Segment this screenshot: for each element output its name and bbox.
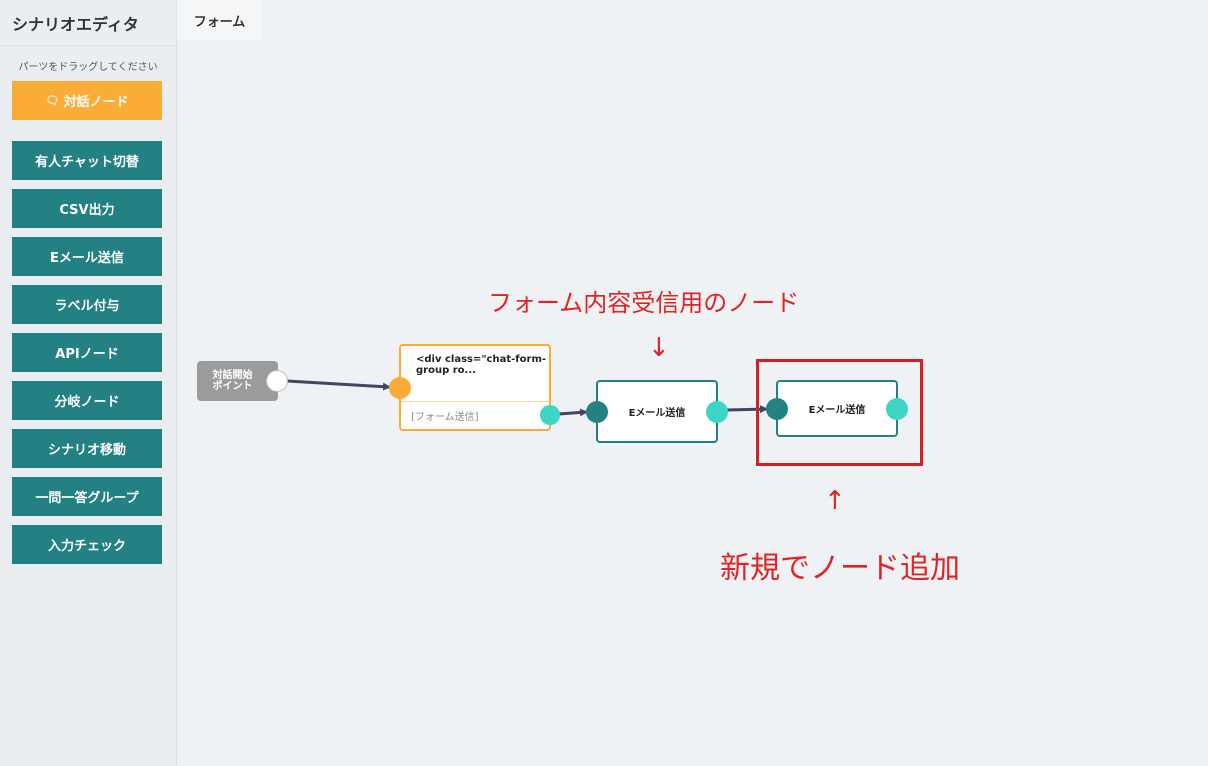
form-node-output-port[interactable] <box>540 405 560 425</box>
part-input-check-button[interactable]: 入力チェック <box>12 525 162 564</box>
part-label: 分岐ノード <box>54 395 120 410</box>
email-node-label: Eメール送信 <box>628 408 686 419</box>
edge-email-1-to-email-2 <box>726 405 768 414</box>
start-node-label: 対話開始 ポイント <box>212 370 253 392</box>
email-node-1-input-port[interactable] <box>586 401 608 423</box>
annotation-top-label: フォーム内容受信用のノード <box>488 289 800 317</box>
part-dialogue-node-button[interactable]: 🗨 対話ノード <box>12 81 162 120</box>
part-label: 入力チェック <box>47 539 126 554</box>
form-node-text: <div class="chat-form-group ro... <box>416 354 547 376</box>
part-qa-group-button[interactable]: 一問一答グループ <box>12 477 162 516</box>
part-scenario-move-button[interactable]: シナリオ移動 <box>12 429 162 468</box>
part-label: ラベル付与 <box>54 299 120 314</box>
part-label: 一問一答グループ <box>35 491 139 506</box>
start-node-output-port[interactable] <box>266 370 288 392</box>
form-node[interactable]: <div class="chat-form-group ro... [フォーム送… <box>399 344 551 431</box>
edge-start-to-form <box>286 379 391 391</box>
edge-form-to-email-1 <box>558 408 588 417</box>
part-label: APIノード <box>55 347 119 362</box>
part-label: 有人チャット切替 <box>35 155 139 170</box>
email-node-2-output-port[interactable] <box>886 398 908 420</box>
email-node-1-output-port[interactable] <box>706 401 728 423</box>
part-label: 対話ノード <box>63 95 129 110</box>
form-node-footer: [フォーム送信] <box>411 412 479 423</box>
chat-bubbles-icon: 🗨 <box>45 94 60 107</box>
sidebar-divider <box>0 45 176 46</box>
annotation-bottom-label: 新規でノード追加 <box>720 551 960 586</box>
email-node-1[interactable]: Eメール送信 <box>596 380 718 443</box>
form-node-divider <box>401 401 549 402</box>
part-email-send-button[interactable]: Eメール送信 <box>12 237 162 276</box>
tab-form[interactable]: フォーム <box>177 0 262 40</box>
highlight-box <box>756 359 923 466</box>
part-csv-output-button[interactable]: CSV出力 <box>12 189 162 228</box>
app-title: シナリオエディタ <box>12 15 139 34</box>
email-node-label: Eメール送信 <box>808 405 866 416</box>
part-label: CSV出力 <box>59 203 115 218</box>
part-human-chat-switch-button[interactable]: 有人チャット切替 <box>12 141 162 180</box>
start-node[interactable]: 対話開始 ポイント <box>197 361 278 401</box>
email-node-2-input-port[interactable] <box>766 398 788 420</box>
form-node-input-port[interactable] <box>389 377 411 399</box>
email-node-2[interactable]: Eメール送信 <box>776 380 898 437</box>
part-label-assign-button[interactable]: ラベル付与 <box>12 285 162 324</box>
sidebar-hint: パーツをドラッグしてください <box>18 62 158 73</box>
part-label: シナリオ移動 <box>47 443 126 458</box>
annotation-down-arrow: ↓ <box>648 333 670 363</box>
sidebar: シナリオエディタ パーツをドラッグしてください 🗨 対話ノード 有人チャット切替… <box>0 0 177 766</box>
part-api-node-button[interactable]: APIノード <box>12 333 162 372</box>
part-branch-node-button[interactable]: 分岐ノード <box>12 381 162 420</box>
part-label: Eメール送信 <box>50 251 124 266</box>
annotation-up-arrow: ↑ <box>824 486 846 516</box>
